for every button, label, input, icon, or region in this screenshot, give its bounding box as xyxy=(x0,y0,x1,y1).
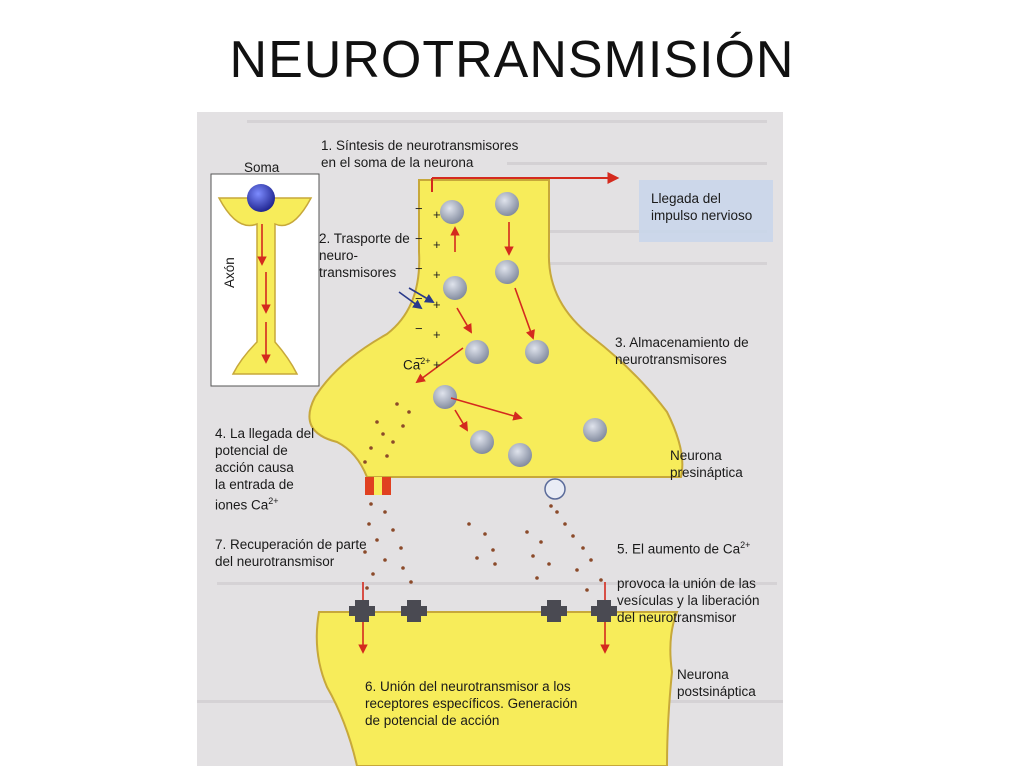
vesicle xyxy=(470,430,494,454)
vesicle xyxy=(525,340,549,364)
minus-charge: − xyxy=(415,231,423,246)
calcium-text: Ca xyxy=(403,357,421,373)
transport-arrows xyxy=(415,222,535,432)
minus-charge: − xyxy=(415,351,423,366)
minus-charge: − xyxy=(415,261,423,276)
vesicle xyxy=(440,200,464,224)
plus-charge: + xyxy=(433,327,441,342)
receptors xyxy=(349,600,617,622)
impulse-box xyxy=(639,180,773,242)
soma-nucleus xyxy=(247,184,275,212)
step5-text-b: provoca la unión de las vesículas y la l… xyxy=(617,575,760,625)
plus-charge: + xyxy=(433,357,441,372)
step4-label: 4. La llegada del potencial de acción ca… xyxy=(215,408,314,514)
step6-label: 6. Unión del neurotransmisor a los recep… xyxy=(365,679,578,728)
vesicle xyxy=(583,418,607,442)
minus-charge: − xyxy=(415,321,423,336)
step4-text: 4. La llegada del potencial de acción ca… xyxy=(215,426,315,513)
vesicle-fusing xyxy=(544,478,566,500)
minus-charge: − xyxy=(415,291,423,306)
plus-charge: + xyxy=(433,207,441,222)
vesicle xyxy=(508,443,532,467)
calcium-arrows xyxy=(398,287,435,310)
soma-axon-panel xyxy=(210,173,320,387)
minus-charge: − xyxy=(415,201,423,216)
minus-charges: − − − − − − xyxy=(415,186,423,381)
neurotransmission-figure: − − − − − − + + + + + + Soma Axón 1. Sín… xyxy=(197,112,783,766)
axon-label: Axón xyxy=(222,257,237,288)
plus-charge: + xyxy=(433,297,441,312)
step5-label: 5. El aumento de Ca2+ provoca la unión d… xyxy=(617,520,760,626)
soma-label: Soma xyxy=(244,160,280,175)
impulse-label: Llegada del impulso nervioso xyxy=(651,191,753,223)
plus-charge: + xyxy=(433,267,441,282)
presynaptic-label: Neurona presináptica xyxy=(670,448,743,480)
slide-title: NEUROTRANSMISIÓN xyxy=(229,31,795,89)
receptor xyxy=(591,600,617,622)
receptor xyxy=(401,600,427,622)
step2-label: 2. Trasporte de neuro- transmisores xyxy=(319,231,410,280)
postsynaptic-neuron xyxy=(315,611,679,766)
receptor xyxy=(349,600,375,622)
receptor xyxy=(541,600,567,622)
step7-label: 7. Recuperación de parte del neurotransm… xyxy=(215,537,367,569)
small-neuron-shape xyxy=(217,197,313,375)
plus-charges: + + + + + + xyxy=(433,192,441,387)
presynaptic-neuron xyxy=(308,179,684,478)
step1-label: 1. Síntesis de neurotransmisores en el s… xyxy=(321,138,519,170)
diagram-canvas xyxy=(197,120,783,766)
neurotransmitter-dots xyxy=(363,402,603,592)
step5-text-a: 5. El aumento de Ca xyxy=(617,541,741,557)
vesicle xyxy=(433,385,457,409)
step5-charge: 2+ xyxy=(740,540,751,550)
step4-charge: 2+ xyxy=(268,496,279,506)
calcium-label: Ca2+ xyxy=(403,336,431,374)
vesicle xyxy=(465,340,489,364)
calcium-charge: 2+ xyxy=(420,356,431,366)
vesicle xyxy=(495,192,519,216)
step3-label: 3. Almacenamiento de neurotransmisores xyxy=(615,335,749,367)
vesicle xyxy=(443,276,467,300)
calcium-channel xyxy=(365,477,391,495)
vesicle xyxy=(495,260,519,284)
vesicles xyxy=(433,192,607,500)
postsynaptic-label: Neurona postsináptica xyxy=(677,667,756,699)
plus-charge: + xyxy=(433,237,441,252)
